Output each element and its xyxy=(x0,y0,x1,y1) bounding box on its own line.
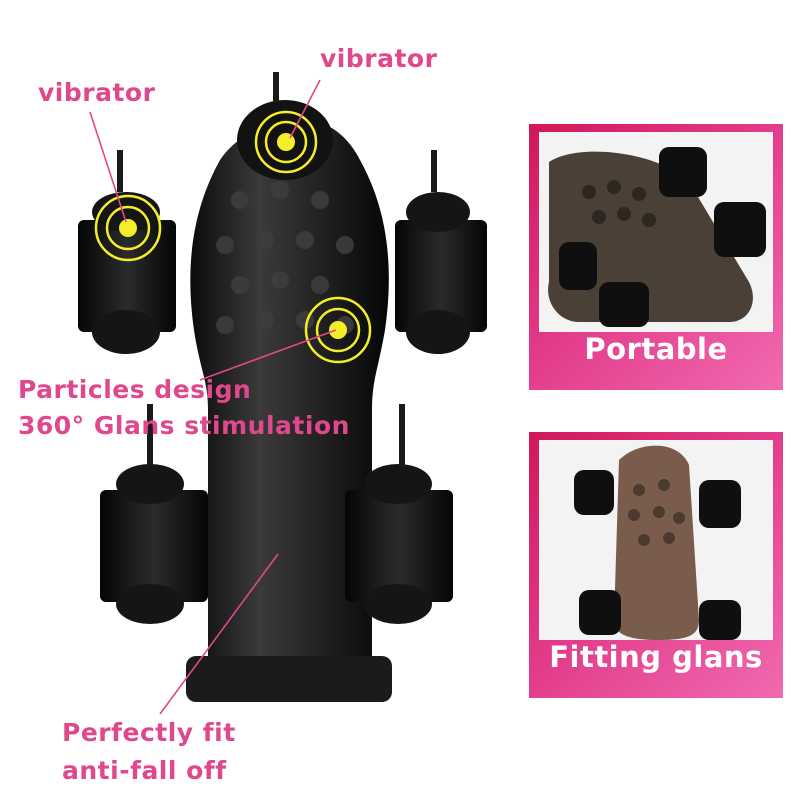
callout-fit-line1: Perfectly fit xyxy=(62,718,236,747)
fitting-photo-drawing xyxy=(539,440,773,640)
texture-dots xyxy=(216,181,354,334)
panel-photo-portable xyxy=(539,132,773,332)
leader-lines xyxy=(89,79,337,715)
portable-photo-drawing xyxy=(539,132,773,332)
callout-particles-line2: 360° Glans stimulation xyxy=(18,411,350,440)
callout-vibrator-top: vibrator xyxy=(320,44,438,73)
sleeve-base xyxy=(186,656,392,702)
marker-left xyxy=(94,194,162,262)
panel-caption-fitting: Fitting glans xyxy=(549,640,763,674)
callout-particles: Particles design 360° Glans stimulation xyxy=(18,372,350,444)
marker-top xyxy=(254,110,318,174)
marker-top-dot xyxy=(277,133,295,151)
marker-particles-dot xyxy=(329,321,347,339)
callout-fit: Perfectly fit anti-fall off xyxy=(62,714,236,790)
callout-vibrator-left: vibrator xyxy=(38,78,156,107)
callout-fit-line2: anti-fall off xyxy=(62,756,227,785)
panel-fitting-glans: Fitting glans xyxy=(529,432,783,698)
panel-caption-portable: Portable xyxy=(584,332,728,366)
right-lower-unit xyxy=(345,490,453,602)
callout-particles-line1: Particles design xyxy=(18,375,252,404)
panel-photo-fitting xyxy=(539,440,773,640)
panel-portable: Portable xyxy=(529,124,783,390)
marker-left-dot xyxy=(119,219,137,237)
left-lower-unit xyxy=(100,490,208,602)
right-upper-unit xyxy=(395,220,487,332)
marker-particles xyxy=(304,296,372,364)
sleeve-body xyxy=(190,118,389,700)
